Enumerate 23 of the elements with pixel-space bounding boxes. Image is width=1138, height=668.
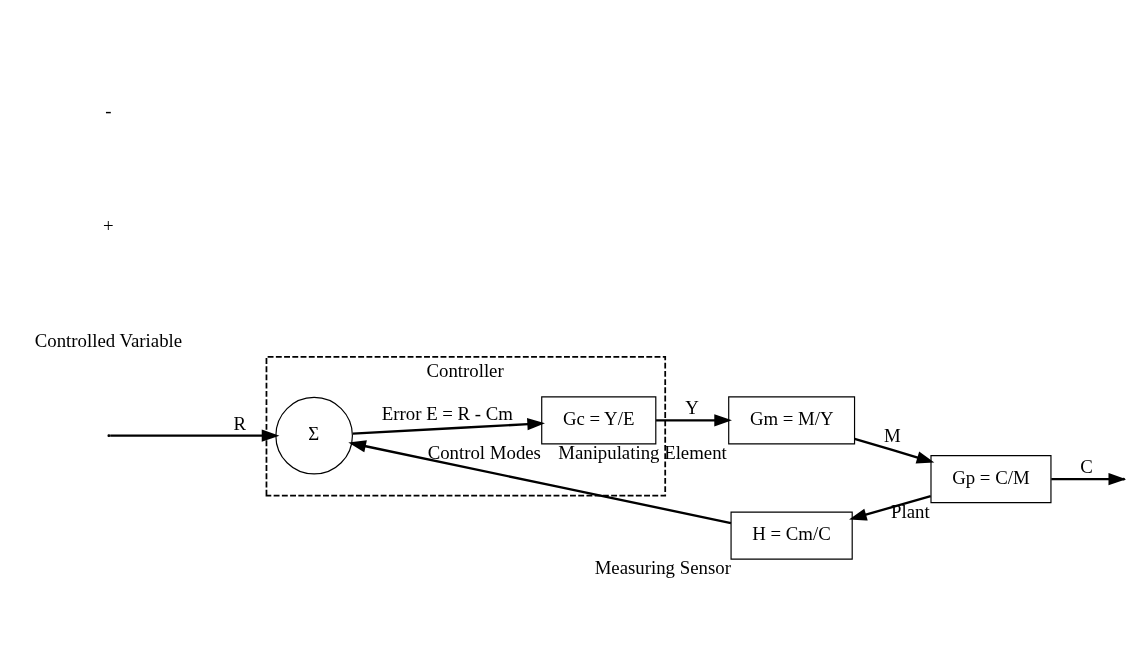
arrow bbox=[854, 437, 935, 463]
node-box: Gc = Y/E bbox=[541, 395, 657, 444]
arrow bbox=[352, 417, 545, 435]
node-box: Gp = C/M bbox=[930, 454, 1052, 503]
node-label: Plant bbox=[891, 500, 930, 522]
node-label: Measuring Sensor bbox=[594, 556, 731, 578]
edge-label: R bbox=[233, 412, 247, 434]
arrow bbox=[656, 413, 732, 427]
label: + bbox=[102, 214, 114, 236]
edge-label: M bbox=[883, 424, 901, 446]
node-box: H = Cm/C bbox=[730, 511, 853, 560]
arrow bbox=[348, 439, 732, 524]
arrow bbox=[849, 494, 932, 521]
edge-label: Error E = R - Cm bbox=[381, 402, 513, 424]
label: - bbox=[105, 99, 112, 121]
node-box: Gm = M/Y bbox=[728, 395, 856, 444]
node-label: Control Modes bbox=[427, 441, 541, 463]
edge-label: Y bbox=[685, 396, 699, 418]
edge-label: C bbox=[1080, 455, 1093, 477]
label: Controlled Variable bbox=[34, 329, 183, 351]
node-circle: Σ bbox=[275, 396, 353, 474]
node-label: Manipulating Element bbox=[558, 441, 727, 463]
arrow bbox=[110, 428, 280, 442]
